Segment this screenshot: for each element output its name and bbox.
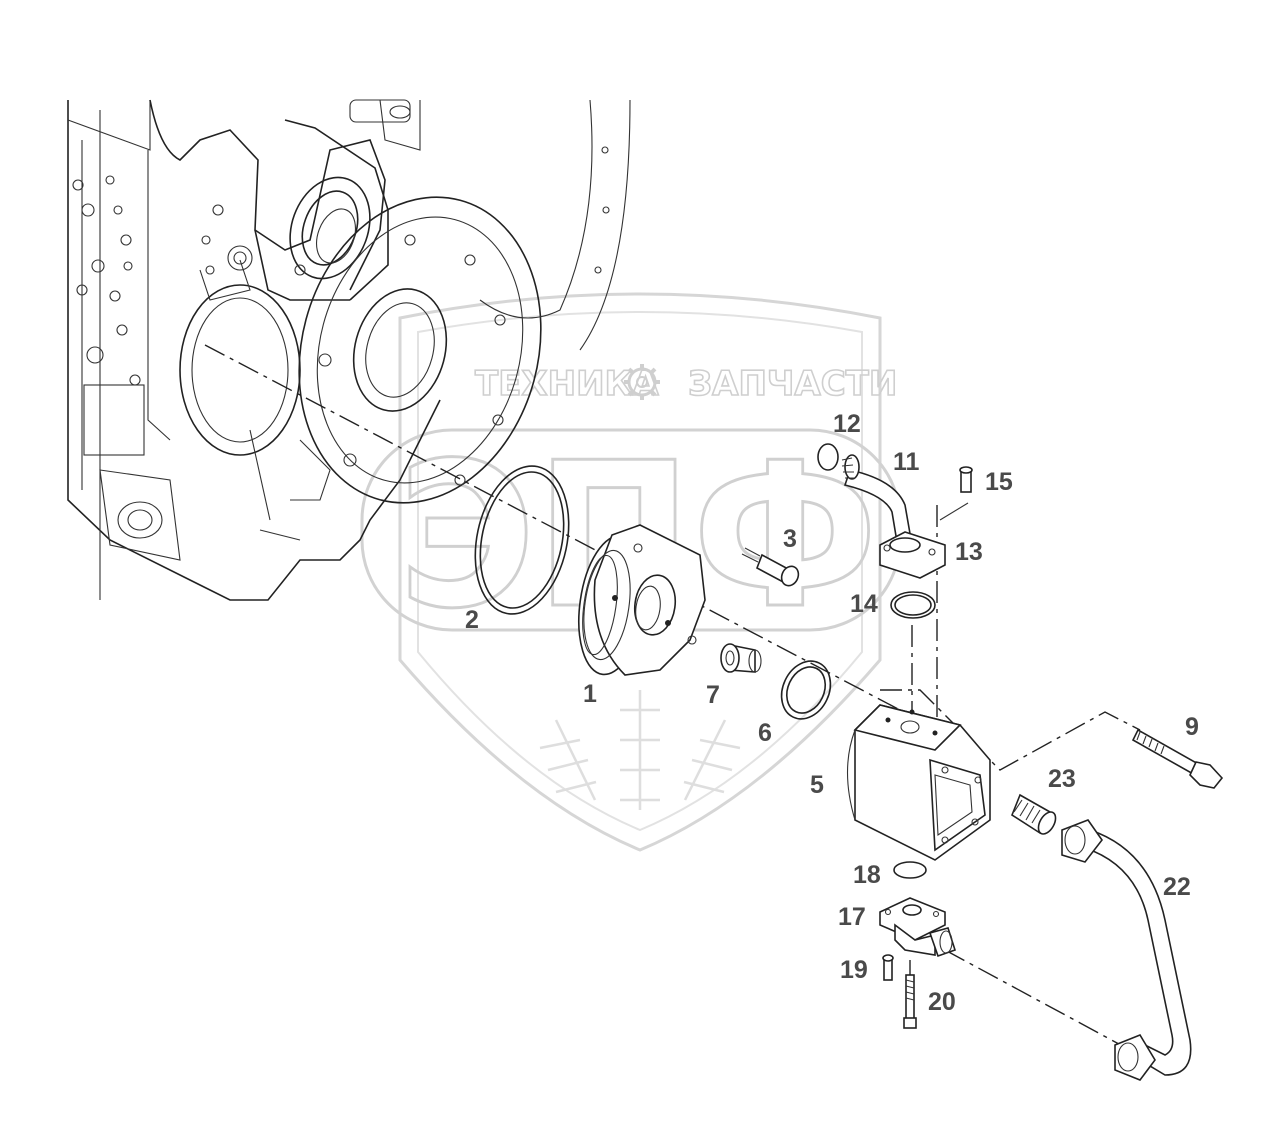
callout-12: 12 [833,410,861,438]
callout-6: 6 [758,719,772,747]
callout-3: 3 [783,525,797,553]
fitting-23 [1011,793,1057,835]
pipe-22 [1061,819,1192,1081]
o-ring-18 [893,861,927,879]
callout-15: 15 [985,468,1013,496]
screw-20 [903,974,917,1029]
callout-2: 2 [465,606,479,634]
assembly-axis-line [204,344,901,711]
o-ring-12 [817,443,839,471]
callout-labels: 1 2 3 5 6 7 9 11 12 13 14 15 17 18 19 20… [465,410,1199,1016]
flange-13 [879,531,946,579]
screw-15 [959,466,973,493]
o-ring-2 [474,465,570,615]
o-ring-14 [890,591,936,619]
callout-18: 18 [853,861,881,889]
callout-11: 11 [893,448,920,476]
pump-flange-1 [578,524,706,676]
o-ring-6 [780,660,832,720]
gear-pump-5 [846,704,991,861]
engine-block [67,99,631,601]
outlet-flange-17 [879,897,956,958]
callout-20: 20 [928,988,956,1016]
bolt-axis-line [880,689,1141,771]
callout-1: 1 [583,680,597,708]
bolt-9 [1131,728,1224,789]
gear-icon [624,364,660,400]
coupling-sleeve-7 [720,643,762,673]
watermark-brand-right: ЗАПЧАСТИ [688,364,897,404]
callout-19: 19 [840,956,868,984]
callout-13: 13 [955,538,983,566]
screw-19 [882,954,894,981]
callout-7: 7 [706,681,720,709]
callout-14: 14 [850,590,878,618]
callout-9: 9 [1185,713,1199,741]
screw-3 [741,547,800,587]
callout-5: 5 [810,771,824,799]
callout-17: 17 [838,903,866,931]
leader-line-15 [939,502,969,521]
callout-23: 23 [1048,765,1076,793]
pipe-axis-line [944,949,1131,1051]
callout-22: 22 [1163,873,1191,901]
